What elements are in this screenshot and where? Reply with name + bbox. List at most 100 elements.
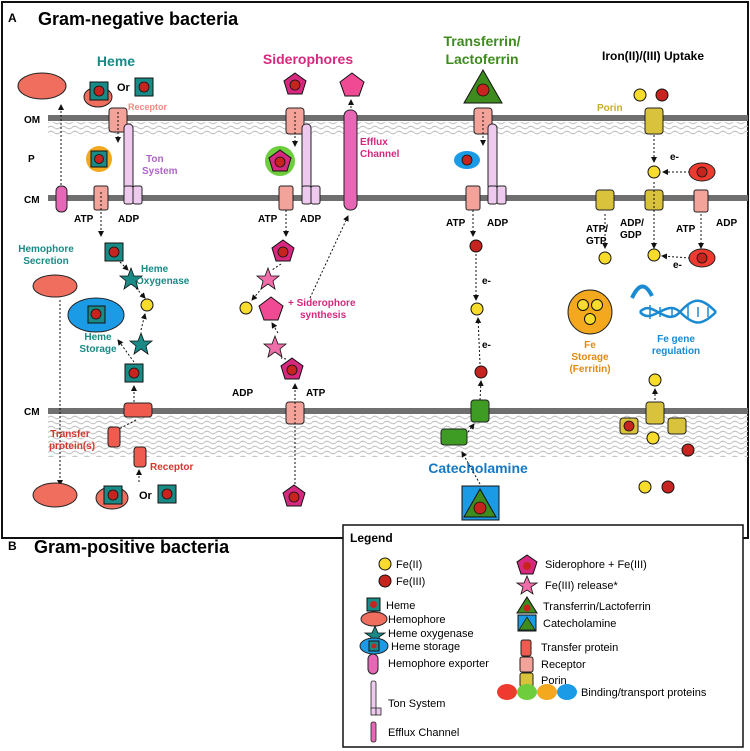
panel-a-frame <box>1 1 749 539</box>
heme-oxygenase-star-2-icon <box>128 331 154 355</box>
cytoplasmic-membrane-a <box>48 195 748 201</box>
legend-hemophore-exporter: Hemophore exporter <box>388 658 489 670</box>
heme-icon <box>134 77 154 97</box>
transfer-protein-label-2: protein(s) <box>49 441 95 452</box>
fe-storage-2: Storage <box>571 352 609 363</box>
legend-box <box>342 524 744 748</box>
transfer-protein-wall <box>107 426 121 448</box>
cell-wall-b <box>48 415 748 457</box>
or-label-top: Or <box>117 82 131 94</box>
sid-synthesis-1: + Siderophore <box>288 298 356 309</box>
legend-heme-oxygenase: Heme oxygenase <box>388 628 474 640</box>
or-label-bottom: Or <box>139 490 153 502</box>
legend-hemophore-exporter-icon <box>367 653 379 675</box>
fe2-cyto-b <box>648 373 662 387</box>
fe-storage-3: (Ferritin) <box>569 364 610 375</box>
transferrin-receptor-b <box>470 399 490 423</box>
adp-label-5: ADP <box>716 218 737 229</box>
ton-system-sid <box>301 123 312 191</box>
hemophore <box>17 72 67 100</box>
ton-system-tf <box>487 123 498 191</box>
legend-fe3-release: Fe(III) release* <box>545 580 618 592</box>
feo-transporter-1 <box>595 189 615 211</box>
panel-b-letter: B <box>8 539 17 553</box>
fe3-tf-cyto <box>469 239 483 253</box>
heme-storage-label-2: Storage <box>79 344 117 355</box>
fe2-tf-cyto <box>470 302 484 316</box>
legend-ton-system: Ton System <box>388 698 445 710</box>
legend-fe2-icon <box>378 557 392 571</box>
legend-receptor: Receptor <box>541 659 586 671</box>
fe-binding-b-right <box>667 417 687 435</box>
efflux-channel <box>343 109 358 211</box>
om-label: OM <box>24 115 40 126</box>
legend-efflux-channel: Efflux Channel <box>388 727 459 739</box>
fe3-outside-b <box>661 480 675 494</box>
atp-label-5: ATP <box>676 224 696 235</box>
legend-hemophore-icon <box>360 611 388 627</box>
heme-cm-b-icon <box>124 363 144 383</box>
hemophore-b <box>32 482 78 508</box>
atp-label-3: ATP <box>306 388 326 399</box>
ton-label-1: Ton <box>146 154 164 165</box>
e-label-4: e- <box>673 260 682 271</box>
adp-label-2: ADP <box>300 214 321 225</box>
fe2-outside <box>633 88 647 102</box>
heme-oxygenase-2: Oxygenase <box>136 276 190 287</box>
periplasm-label: P <box>28 154 35 165</box>
heme-receptor-b <box>133 446 147 468</box>
heme-hemophore-b <box>95 485 129 510</box>
fe3-release-star-icon <box>255 266 281 290</box>
legend-transfer-protein-icon <box>520 639 532 657</box>
iron-uptake-header: Iron(II)/(III) Uptake <box>602 49 704 63</box>
transfer-protein-cm <box>123 402 153 418</box>
fe-binding-b-left <box>619 417 639 435</box>
adp-label-4: ADP <box>487 218 508 229</box>
fe3-tf-b <box>474 365 488 379</box>
outer-membrane <box>48 115 748 121</box>
adp-label-3: ADP <box>232 388 253 399</box>
fe2-cyto-1 <box>598 251 612 265</box>
atp-gtp-2: GTP <box>586 236 607 247</box>
siderophore-receptor-b <box>285 401 305 425</box>
cm-label: CM <box>24 195 40 206</box>
adp-gdp-1: ADP/ <box>620 218 644 229</box>
heme-cytoplasm-icon <box>104 242 124 262</box>
heme-b-icon <box>157 484 177 504</box>
receptor-label-top: Receptor <box>128 102 168 112</box>
peptidoglycan-layer <box>48 122 748 136</box>
porin-label: Porin <box>597 103 623 114</box>
heme-oxygenase-star-icon <box>118 266 144 290</box>
legend-catecholamine: Catecholamine <box>543 618 616 630</box>
fe2-wall-b <box>646 431 660 445</box>
legend-heme-storage: Heme storage <box>391 641 460 653</box>
ferritin-icon <box>567 289 613 335</box>
hemophore-exporter <box>55 185 68 213</box>
fe2-heme-release <box>140 298 154 312</box>
porin-om <box>644 107 664 135</box>
fe2-sid-release <box>239 301 253 315</box>
fe3-abc-transporter <box>693 189 709 213</box>
hemophore-cytoplasm <box>32 274 78 298</box>
dna-helix-icon <box>630 284 717 324</box>
fe3-release-star-2-icon <box>262 334 288 358</box>
fe2-cyto-2 <box>647 248 661 262</box>
legend-efflux-icon <box>370 721 377 743</box>
catecholamine-icon <box>461 485 500 521</box>
e-label-2: e- <box>482 340 491 351</box>
efflux-label-2: Channel <box>360 149 400 160</box>
fe3-wall-b <box>681 443 695 457</box>
atp-label-4: ATP <box>446 218 466 229</box>
hemophore-secretion-1: Hemophore <box>18 244 74 255</box>
atp-label-1: ATP <box>74 214 94 225</box>
panel-a-title: Gram-negative bacteria <box>38 9 239 29</box>
transfer-protein-label-1: Transfer <box>50 429 90 440</box>
ton-label-2: System <box>142 166 178 177</box>
sid-synthesis-2: synthesis <box>300 310 347 321</box>
legend-receptor-icon <box>519 656 534 673</box>
legend-fe3-release-icon <box>515 574 539 595</box>
legend-hemophore: Hemophore <box>388 614 445 626</box>
fe2-outside-b <box>638 480 652 494</box>
receptor-label-bottom: Receptor <box>150 462 193 473</box>
panel-b-title: Gram-positive bacteria <box>34 537 230 557</box>
